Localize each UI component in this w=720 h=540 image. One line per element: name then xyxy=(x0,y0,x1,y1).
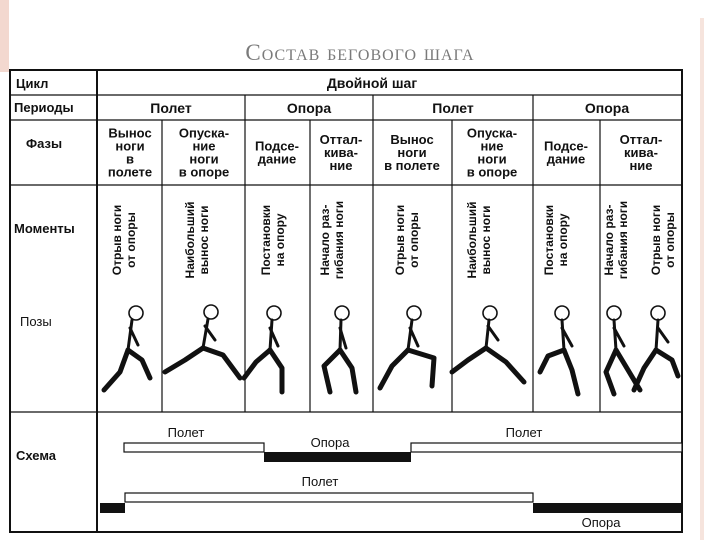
scheme-upper-flight-2-label: Полет xyxy=(506,425,543,440)
period-4: Опора xyxy=(585,100,629,116)
phase-6-line-2: ние xyxy=(480,139,503,154)
moment-9-line-2: от опоры xyxy=(663,212,677,268)
phase-8-line-1: Оттал- xyxy=(620,132,663,147)
moment-9-line-1: Отрыв ноги xyxy=(649,205,663,275)
scheme-lower-support-label: Опора xyxy=(582,515,622,530)
moment-2-line-1: Наибольший xyxy=(183,202,197,279)
phase-1-line-4: полете xyxy=(108,165,152,180)
cycle-value: Двойной шаг xyxy=(327,75,418,91)
phase-dividers xyxy=(161,120,601,412)
pose-figure-9 xyxy=(631,305,681,393)
pose-figure-6 xyxy=(449,305,527,385)
phase-2-line-1: Опуска- xyxy=(179,126,229,141)
phase-4-line-1: Оттал- xyxy=(320,132,363,147)
phase-1-line-3: в xyxy=(126,152,134,167)
moment-7-line-2: на опору xyxy=(556,213,570,266)
phase-2-line-4: в опоре xyxy=(179,165,230,180)
phase-7-line-1: Подсе- xyxy=(544,139,588,154)
moment-6-line-1: Наибольший xyxy=(465,202,479,279)
phase-3-line-2: дание xyxy=(258,152,297,167)
phase-2-line-3: ноги xyxy=(189,152,218,167)
moment-4-line-2: гибания ноги xyxy=(332,201,346,279)
scheme-lower: Полет Опора xyxy=(100,474,682,530)
moment-8: Начало раз-гибания ноги xyxy=(602,201,630,279)
moment-1-line-1: Отрыв ноги xyxy=(110,205,124,275)
scheme-upper-flight-2-bar xyxy=(410,442,683,453)
pose-figure-1 xyxy=(101,305,153,393)
period-dividers xyxy=(244,95,534,412)
phase-7-line-2: дание xyxy=(547,152,586,167)
pose-figure-7 xyxy=(537,305,581,397)
scheme-lower-support-bar-right xyxy=(533,503,682,513)
scheme-upper-support-bar xyxy=(264,452,411,462)
moment-3-line-2: на опору xyxy=(273,213,287,266)
scheme-lower-support-bar-left xyxy=(100,503,125,513)
scheme-upper-support-label: Опора xyxy=(311,435,351,450)
scheme-lower-flight-bar xyxy=(124,492,534,503)
slide-title: Состав бегового шага xyxy=(245,40,475,65)
period-2: Опора xyxy=(287,100,331,116)
scheme-lower-flight-label: Полет xyxy=(302,474,339,489)
phase-4-line-2: кива- xyxy=(324,145,358,160)
row-label-moments: Моменты xyxy=(14,221,75,236)
phase-2-line-2: ние xyxy=(192,139,215,154)
moment-6-line-2: вынос ноги xyxy=(479,205,493,274)
moment-2-line-2: вынос ноги xyxy=(197,205,211,274)
row-label-poses: Позы xyxy=(20,314,52,329)
moment-5-line-1: Отрыв ноги xyxy=(393,205,407,275)
scheme-upper-flight-1-bar xyxy=(123,442,265,453)
phase-5-line-3: в полете xyxy=(384,158,440,173)
phase-5-line-2: ноги xyxy=(397,145,426,160)
moment-1-line-2: от опоры xyxy=(124,212,138,268)
pose-figure-8 xyxy=(603,305,643,397)
phase-6-line-4: в опоре xyxy=(467,165,518,180)
moment-5-line-2: от опоры xyxy=(407,212,421,268)
moment-4-line-1: Начало раз- xyxy=(318,205,332,276)
phase-1-line-1: Вынос xyxy=(108,126,151,141)
row-label-cycle: Цикл xyxy=(16,76,48,91)
phase-8-line-2: кива- xyxy=(624,145,658,160)
pose-figure-5 xyxy=(377,305,437,391)
pose-figure-2 xyxy=(162,304,243,381)
period-3: Полет xyxy=(432,100,474,116)
moment-8-line-2: гибания ноги xyxy=(616,201,630,279)
moment-7-line-1: Постановки xyxy=(542,205,556,275)
decorative-bar-left xyxy=(0,0,9,72)
period-1: Полет xyxy=(150,100,192,116)
table-frame xyxy=(9,69,683,533)
pose-figure-4 xyxy=(321,305,359,395)
pose-figure-3 xyxy=(241,305,285,395)
scheme-upper: Полет Опора Полет xyxy=(123,425,683,462)
moment-4: Начало раз-гибания ноги xyxy=(318,201,346,279)
phase-8-line-3: ние xyxy=(629,158,652,173)
pose-figures xyxy=(101,304,681,397)
decorative-bar-right xyxy=(700,18,704,540)
phase-6-line-1: Опуска- xyxy=(467,126,517,141)
phase-5-line-1: Вынос xyxy=(390,132,433,147)
moment-3-line-1: Постановки xyxy=(259,205,273,275)
phase-3-line-1: Подсе- xyxy=(255,139,299,154)
row-label-phases: Фазы xyxy=(26,136,62,151)
phase-6-line-3: ноги xyxy=(477,152,506,167)
row-label-periods: Периоды xyxy=(14,100,74,115)
phase-4-line-3: ние xyxy=(329,158,352,173)
row-label-scheme: Схема xyxy=(16,448,57,463)
moment-8-line-1: Начало раз- xyxy=(602,205,616,276)
scheme-upper-flight-1-label: Полет xyxy=(168,425,205,440)
phase-1-line-2: ноги xyxy=(115,139,144,154)
